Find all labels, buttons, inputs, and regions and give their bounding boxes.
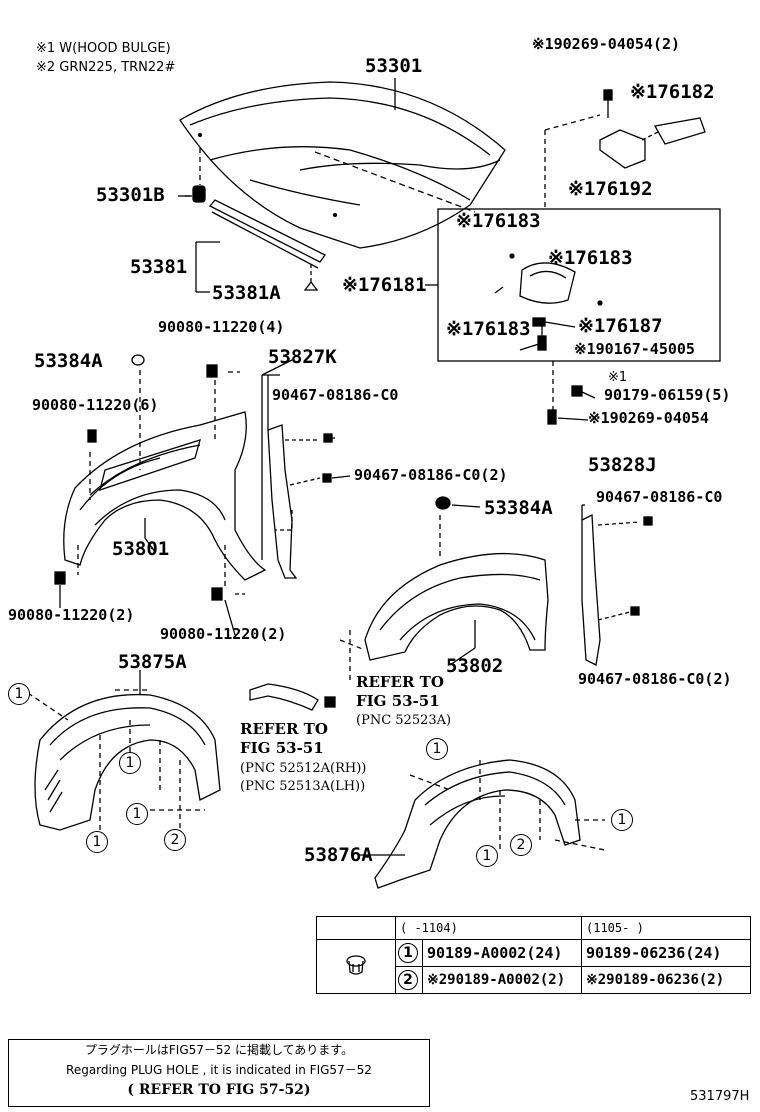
part-190167-45005-label[interactable]: ※190167-45005 — [574, 340, 695, 358]
part-53828j-label[interactable]: 53828J — [588, 454, 657, 476]
row1-key-cell: 1 — [395, 939, 423, 967]
hood-drawing — [179, 78, 506, 249]
plug-hole-refer-link[interactable]: ( REFER TO FIG 57-52) — [127, 1082, 311, 1098]
plug-hole-note-box: プラグホールはFIG57－52 に掲載してあります。 Regarding PLU… — [8, 1039, 430, 1107]
callout-1-circle: 1 — [476, 845, 498, 867]
part-90467-08186-c0-2-d-label[interactable]: 90467-08186-C0(2) — [578, 670, 732, 688]
parts-table: ( -1104) (1105- ) 1 90189-A0002(24) 9018… — [316, 916, 751, 994]
row2-part-early[interactable]: ※290189-A0002(2) — [422, 966, 582, 994]
part-176181-label[interactable]: ※176181 — [342, 274, 427, 296]
part-176192-label[interactable]: ※176192 — [568, 178, 653, 200]
part-176183-top-label[interactable]: ※176183 — [456, 210, 541, 232]
part-90080-11220-2-b-label[interactable]: 90080-11220(2) — [160, 625, 287, 643]
refer-note-2-line4: (PNC 52513A(LH)) — [240, 779, 366, 794]
part-176183-mid-label[interactable]: ※176183 — [548, 247, 633, 269]
part-53384a-right-label[interactable]: 53384A — [484, 497, 553, 519]
right-liner-drawing — [360, 759, 606, 889]
note-models: ※2 GRN225, TRN22# — [36, 60, 176, 75]
part-90080-11220-2-a-label[interactable]: 90080-11220(2) — [8, 606, 135, 624]
left-liner-drawing — [27, 689, 221, 831]
part-53827k-label[interactable]: 53827K — [268, 346, 337, 368]
plug-hole-note-jp: プラグホールはFIG57－52 に掲載してあります。 — [84, 1043, 354, 1057]
parts-table-row: 2 ※290189-A0002(2) ※290189-06236(2) — [317, 966, 751, 994]
part-90467-08186-c0-c-label[interactable]: 90467-08186-C0 — [596, 488, 723, 506]
right-fender-drawing — [364, 515, 549, 661]
part-53381-label[interactable]: 53381 — [130, 256, 188, 278]
row1-part-early[interactable]: 90189-A0002(24) — [422, 939, 582, 967]
part-90179-06159-5-label[interactable]: 90179-06159(5) — [604, 386, 731, 404]
part-90467-08186-c0-2-b-label[interactable]: 90467-08186-C0(2) — [354, 466, 508, 484]
callout-1-circle: 1 — [86, 831, 108, 853]
callout-1-circle: 1 — [119, 752, 141, 774]
part-53381a-label[interactable]: 53381A — [212, 282, 281, 304]
parts-table-row: 1 90189-A0002(24) 90189-06236(24) — [316, 939, 751, 994]
part-176187-label[interactable]: ※176187 — [578, 315, 663, 337]
part-53876a-label[interactable]: 53876A — [304, 844, 373, 866]
part-176182-label[interactable]: ※176182 — [630, 81, 715, 103]
part-53384a-left-label[interactable]: 53384A — [34, 350, 103, 372]
callout-2-circle: 2 — [398, 970, 418, 990]
callout-1-circle: 1 — [126, 803, 148, 825]
refer-note-2-line1[interactable]: REFER TO — [240, 720, 328, 738]
note-hood-bulge-marker: ※1 — [608, 370, 628, 385]
callout-1-circle: 1 — [398, 943, 418, 963]
parts-table-corner — [316, 916, 396, 940]
part-53875a-label[interactable]: 53875A — [118, 651, 187, 673]
left-fender-drawing — [63, 370, 267, 590]
row2-key-cell: 2 — [395, 966, 423, 994]
part-90080-11220-4-label[interactable]: 90080-11220(4) — [158, 318, 285, 336]
part-176183-bottom-label[interactable]: ※176183 — [446, 318, 531, 340]
part-53801-label[interactable]: 53801 — [112, 538, 170, 560]
refer-note-2-line2[interactable]: FIG 53-51 — [240, 739, 324, 757]
refer-note-1-line1[interactable]: REFER TO — [356, 673, 444, 691]
parts-table-header-row: ( -1104) (1105- ) — [316, 916, 751, 940]
callout-1-circle: 1 — [611, 809, 633, 831]
part-190269-04054-2-label[interactable]: ※190269-04054(2) — [532, 35, 681, 53]
part-53301-label[interactable]: 53301 — [365, 55, 423, 77]
callout-1-circle: 1 — [8, 683, 30, 705]
row2-part-late[interactable]: ※290189-06236(2) — [581, 966, 751, 994]
parts-table-header-col1: ( -1104) — [395, 916, 582, 940]
part-53802-label[interactable]: 53802 — [446, 655, 504, 677]
callout-2-circle: 2 — [510, 834, 532, 856]
part-190269-04054-label[interactable]: ※190269-04054 — [588, 409, 709, 427]
part-53301b-label[interactable]: 53301B — [96, 184, 165, 206]
part-90080-11220-6-label[interactable]: 90080-11220(6) — [32, 396, 159, 414]
part-90467-08186-c0-a-label[interactable]: 90467-08186-C0 — [272, 386, 399, 404]
clip-icon — [316, 939, 396, 994]
refer-note-2-line3: (PNC 52512A(RH)) — [240, 761, 367, 776]
figure-id: 531797H — [690, 1089, 750, 1104]
callout-1-circle: 1 — [426, 738, 448, 760]
refer-note-1-line2[interactable]: FIG 53-51 — [356, 692, 440, 710]
note-hood-bulge: ※1 W(HOOD BULGE) — [36, 41, 171, 56]
refer-note-1-line3: (PNC 52523A) — [356, 713, 452, 728]
parts-table-header-col2: (1105- ) — [581, 916, 751, 940]
callout-2-circle: 2 — [164, 829, 186, 851]
plug-hole-note-en: Regarding PLUG HOLE , it is indicated in… — [66, 1063, 372, 1077]
row1-part-late[interactable]: 90189-06236(24) — [581, 939, 751, 967]
